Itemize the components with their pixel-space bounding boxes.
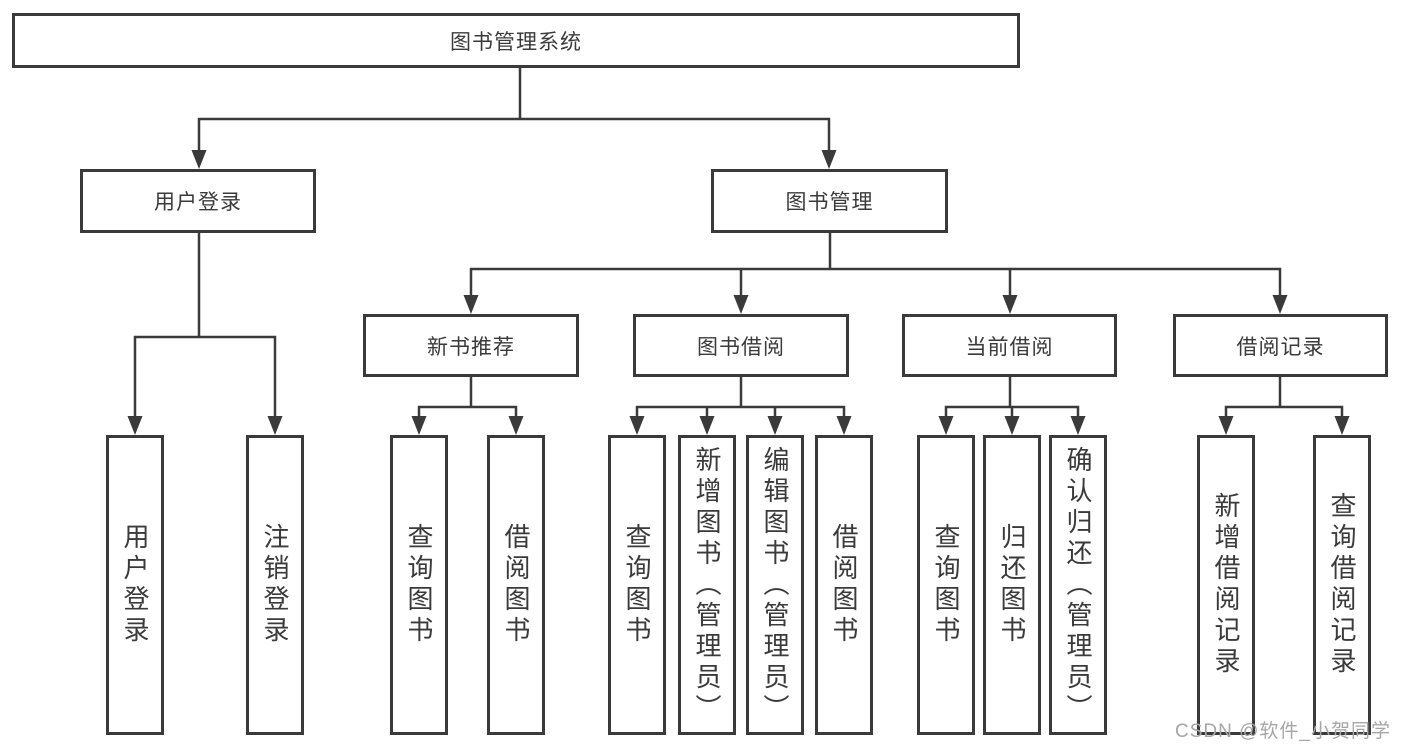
arrow-down-icon [1002,295,1018,314]
leaf-edit-books-admin: 编辑图书（管理员） [746,435,804,735]
arrow-down-icon [733,295,749,314]
leaf-borrow-books: 借阅图书 [815,435,873,735]
leaf-label: 查询图书 [622,523,652,647]
leaf-label: 编辑图书（管理员） [760,445,790,725]
arrow-down-icon [508,416,524,435]
node-new-book-recommendation: 新书推荐 [363,314,579,377]
watermark: CSDN @软件_小贺同学 [1175,721,1391,742]
arrow-down-icon [1070,416,1086,435]
node-current-borrowing: 当前借阅 [902,314,1117,377]
node-user-login: 用户登录 [80,169,316,233]
leaf-logout: 注销登录 [246,435,304,735]
node-borrowing-records: 借阅记录 [1173,314,1388,377]
leaf-label: 借阅图书 [829,523,859,647]
arrow-down-icon [629,416,645,435]
leaf-label: 注销登录 [260,523,290,647]
leaf-label: 归还图书 [997,523,1027,647]
leaf-label: 用户登录 [120,523,150,647]
leaf-add-books-admin: 新增图书（管理员） [678,435,736,735]
leaf-return-books: 归还图书 [983,435,1041,735]
arrow-down-icon [938,416,954,435]
arrow-down-icon [463,295,479,314]
arrow-down-icon [836,416,852,435]
leaf-confirm-return-admin: 确认归还（管理员） [1049,435,1107,735]
leaf-add-borrow-record: 新增借阅记录 [1197,435,1255,735]
leaf-query-books-borrow: 查询图书 [608,435,666,735]
node-book-management: 图书管理 [711,169,948,233]
leaf-label: 新增图书（管理员） [692,445,722,725]
arrow-down-icon [411,416,427,435]
arrow-down-icon [821,150,837,169]
arrow-down-icon [127,416,143,435]
arrow-down-icon [699,416,715,435]
arrow-down-icon [1004,416,1020,435]
leaf-label: 查询图书 [404,523,434,647]
leaf-label: 新增借阅记录 [1211,492,1241,678]
leaf-query-books-recommend: 查询图书 [390,435,448,735]
leaf-user-login: 用户登录 [106,435,164,735]
leaf-borrow-books-recommend: 借阅图书 [487,435,545,735]
arrow-down-icon [1272,295,1288,314]
leaf-label: 查询图书 [931,523,961,647]
arrow-down-icon [1218,416,1234,435]
node-book-borrowing: 图书借阅 [633,314,849,377]
arrow-down-icon [1334,416,1350,435]
leaf-query-books-current: 查询图书 [917,435,975,735]
leaf-query-borrow-record: 查询借阅记录 [1313,435,1371,735]
leaf-label: 查询借阅记录 [1327,492,1357,678]
arrow-down-icon [267,416,283,435]
leaf-label: 确认归还（管理员） [1063,445,1093,725]
arrow-down-icon [191,150,207,169]
arrow-down-icon [767,416,783,435]
node-library-management-system: 图书管理系统 [12,13,1020,68]
leaf-label: 借阅图书 [501,523,531,647]
